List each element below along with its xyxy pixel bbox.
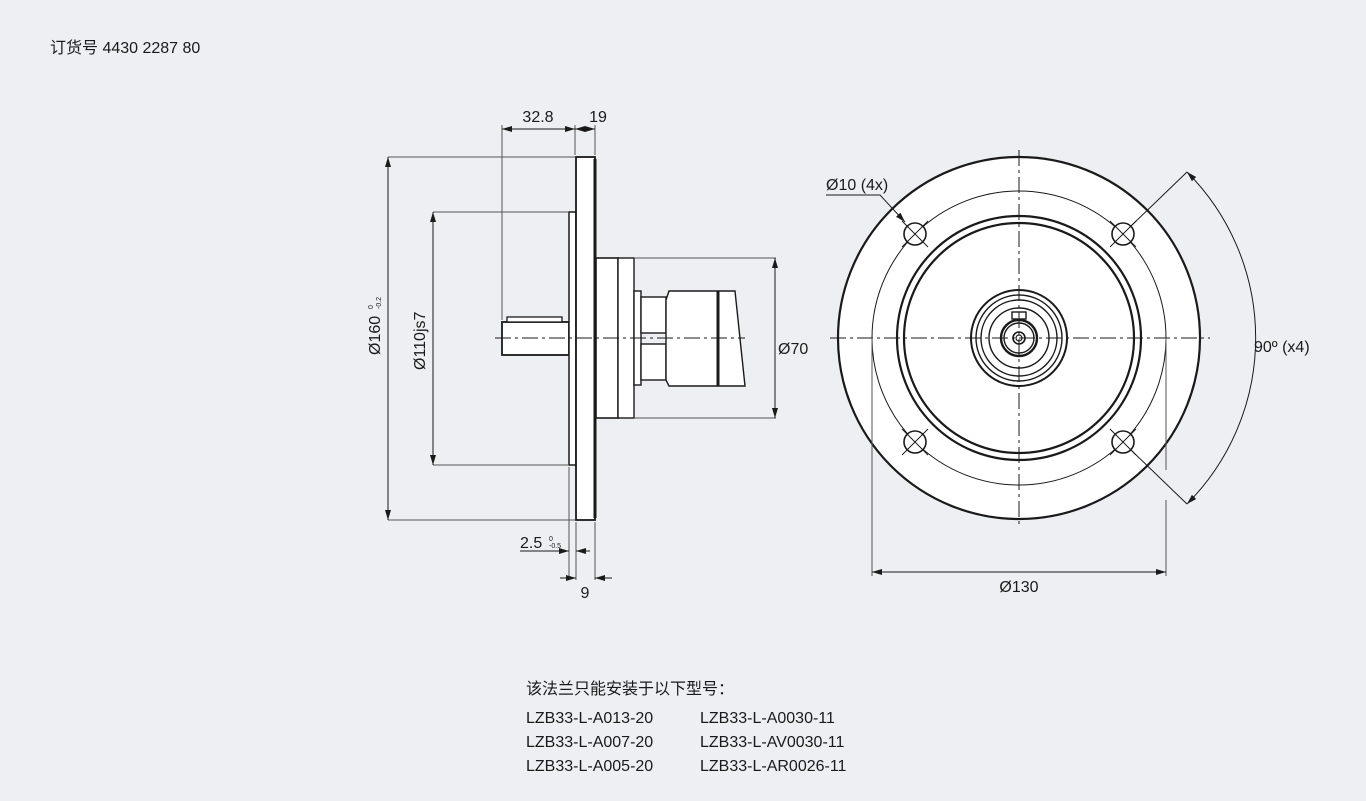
bolt-hole (901, 220, 929, 248)
dim-pilot-dia: Ø110js7 (412, 311, 429, 370)
shaft-key (506, 316, 563, 323)
model-item: LZB33-L-A005-20 (526, 758, 654, 775)
order-number: 订货号 4430 2287 80 (50, 40, 201, 57)
model-item: LZB33-L-AV0030-11 (700, 734, 845, 751)
compatibility-notes: 该法兰只能安装于以下型号： LZB33-L-A013-20 LZB33-L-A0… (526, 678, 900, 779)
dim-flange-dia: Ø160 (367, 316, 384, 355)
dim-flange-dia-tol-lower: -0.2 (376, 297, 383, 309)
model-item: LZB33-L-A0030-11 (700, 710, 835, 727)
model-item: LZB33-L-AR0026-11 (700, 758, 847, 775)
bolt-hole (901, 428, 929, 456)
dim-flange-thickness: 9 (581, 585, 590, 602)
dim-hub-dia: Ø70 (778, 341, 808, 358)
dim-shaft-length: 32.8 (522, 109, 553, 126)
model-item: LZB33-L-A013-20 (526, 710, 654, 727)
model-item: LZB33-L-A007-20 (526, 734, 654, 751)
side-view (385, 125, 778, 581)
dim-flange-to-end: 19 (589, 109, 607, 126)
notes-title: 该法兰只能安装于以下型号： (526, 681, 735, 698)
dim-pilot-depth-tol-upper: 0 (549, 536, 553, 543)
dim-angle: 90º (x4) (1254, 339, 1310, 356)
bolt-hole (1109, 220, 1137, 248)
dim-hole: Ø10 (4x) (826, 177, 888, 194)
model-list: LZB33-L-A013-20 LZB33-L-A0030-11 LZB33-L… (526, 707, 900, 779)
dim-flange-dia-tol-upper: 0 (368, 305, 375, 309)
dim-pilot-depth: 2.5 (520, 535, 542, 552)
front-view (826, 150, 1257, 576)
dim-pilot-depth-tol-lower: -0.5 (549, 543, 561, 550)
dim-pitch-circle: Ø130 (999, 579, 1038, 596)
